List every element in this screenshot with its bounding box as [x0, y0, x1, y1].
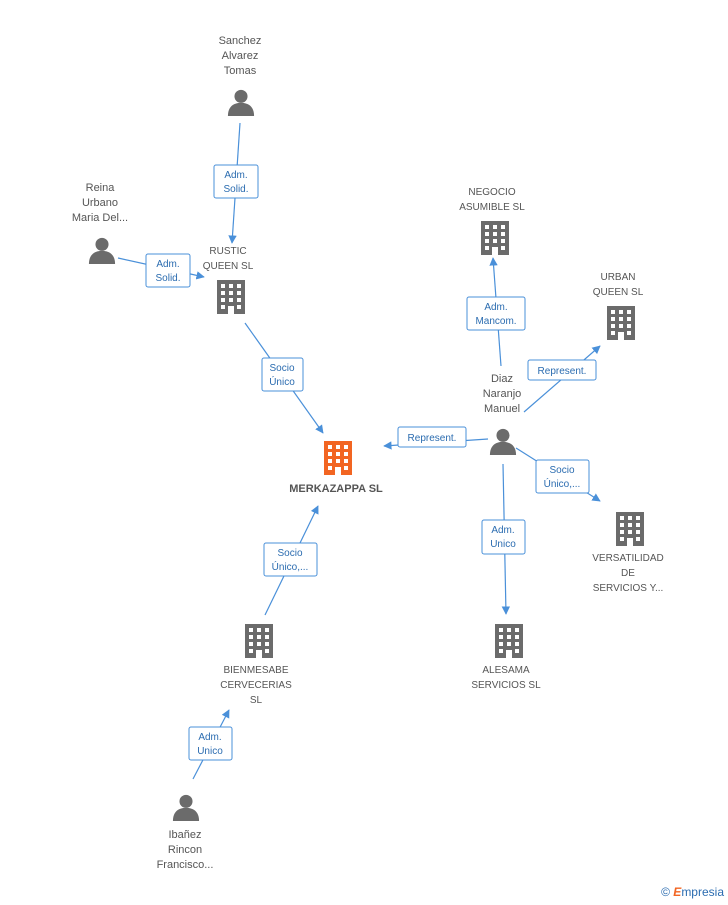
node-label-line: VERSATILIDAD	[592, 553, 664, 564]
node-label-line: Rincon	[168, 844, 202, 856]
edge-label-line: Mancom.	[475, 316, 516, 327]
node-label-line: Francisco...	[157, 859, 214, 871]
edge-label-line: Socio	[269, 363, 294, 374]
edge-label-sanchez-rustic[interactable]: Adm. Solid.	[213, 164, 259, 199]
brand-logo-letter: E	[673, 885, 682, 899]
node-diaz[interactable]: Diaz Naranjo Manuel	[483, 373, 522, 455]
node-ibanez[interactable]: Ibañez Rincon Francisco...	[157, 794, 214, 871]
edge-label-line: Adm.	[156, 259, 179, 270]
node-main[interactable]: MERKAZAPPA SL	[289, 441, 383, 495]
node-label-line: DE	[621, 568, 635, 579]
edge-label-line: Adm.	[224, 170, 247, 181]
brand-name: mpresia	[681, 885, 724, 899]
node-rustic[interactable]: RUSTIC QUEEN SL	[203, 246, 254, 314]
edge-label-rustic-main[interactable]: Socio Único	[261, 357, 304, 392]
person-icon	[172, 794, 200, 821]
node-label-line: Alvarez	[222, 50, 259, 62]
node-label-line: QUEEN SL	[203, 261, 254, 272]
edge-label-line: Solid.	[223, 184, 248, 195]
node-label-line: BIENMESABE	[223, 665, 288, 676]
node-bienmesabe[interactable]: BIENMESABE CERVECERIAS SL	[220, 624, 292, 706]
edge-label-line: Adm.	[198, 732, 221, 743]
edge-label-line: Represent.	[408, 433, 457, 444]
node-label-line: Reina	[86, 182, 116, 194]
building-icon	[607, 306, 635, 340]
edge-label-ibanez-bienmesabe[interactable]: Adm. Unico	[188, 726, 233, 761]
building-icon	[324, 441, 352, 475]
edge-label-line: Socio	[549, 465, 574, 476]
building-icon	[495, 624, 523, 658]
node-label-line: Manuel	[484, 403, 520, 415]
edge-label-diaz-main[interactable]: Represent.	[397, 426, 467, 448]
edge-label-line: Represent.	[538, 366, 587, 377]
node-label-line: Tomas	[224, 65, 257, 77]
node-label-line: URBAN	[600, 272, 635, 283]
node-label-line: SERVICIOS Y...	[593, 583, 664, 594]
edge-label-line: Socio	[277, 548, 302, 559]
edge-label-line: Unico	[197, 746, 223, 757]
node-versatilidad[interactable]: VERSATILIDAD DE SERVICIOS Y...	[592, 512, 664, 594]
edge-label-line: Único,...	[544, 477, 581, 490]
node-label-line: SERVICIOS SL	[471, 680, 541, 691]
node-label-line: Sanchez	[219, 35, 262, 47]
edge-label-line: Adm.	[491, 525, 514, 536]
node-urban[interactable]: URBAN QUEEN SL	[593, 272, 644, 340]
edge-label-diaz-urban[interactable]: Represent.	[527, 359, 597, 381]
building-icon	[217, 280, 245, 314]
node-alesama[interactable]: ALESAMA SERVICIOS SL	[471, 624, 541, 691]
building-icon	[616, 512, 644, 546]
node-label-line: Ibañez	[168, 829, 201, 841]
main-company-label: MERKAZAPPA SL	[289, 483, 383, 495]
edge-label-line: Unico	[490, 539, 516, 550]
copyright-icon: ©	[661, 885, 670, 899]
node-label-line: Naranjo	[483, 388, 522, 400]
edge-label-line: Único,...	[272, 560, 309, 573]
node-label-line: Maria Del...	[72, 212, 128, 224]
node-sanchez[interactable]: Sanchez Alvarez Tomas	[219, 35, 262, 116]
node-label-line: Diaz	[491, 373, 513, 385]
edge-label-line: Único	[269, 375, 295, 388]
edge-label-bienmesabe-main[interactable]: Socio Único,...	[263, 542, 318, 577]
node-label-line: ASUMIBLE SL	[459, 202, 525, 213]
node-label-line: QUEEN SL	[593, 287, 644, 298]
node-label-line: RUSTIC	[209, 246, 246, 257]
node-label-line: Urbano	[82, 197, 118, 209]
node-reina[interactable]: Reina Urbano Maria Del...	[72, 182, 128, 264]
edge-label-reina-rustic[interactable]: Adm. Solid.	[145, 253, 191, 288]
node-label-line: NEGOCIO	[468, 187, 515, 198]
person-icon	[489, 428, 517, 455]
person-icon	[88, 237, 116, 264]
node-label-line: SL	[250, 695, 263, 706]
node-label-line: CERVECERIAS	[220, 680, 292, 691]
edge-label-line: Solid.	[155, 273, 180, 284]
building-icon	[481, 221, 509, 255]
building-icon	[245, 624, 273, 658]
edge-label-diaz-versatilidad[interactable]: Socio Único,...	[535, 459, 590, 494]
edge-label-diaz-alesama[interactable]: Adm. Unico	[481, 519, 526, 555]
node-label-line: ALESAMA	[482, 665, 530, 676]
node-negocio[interactable]: NEGOCIO ASUMIBLE SL	[459, 187, 525, 255]
footer-brand[interactable]: © Empresia	[661, 885, 724, 899]
person-icon	[227, 89, 255, 116]
edge-label-diaz-negocio[interactable]: Adm. Mancom.	[466, 296, 526, 331]
edge-label-line: Adm.	[484, 302, 507, 313]
